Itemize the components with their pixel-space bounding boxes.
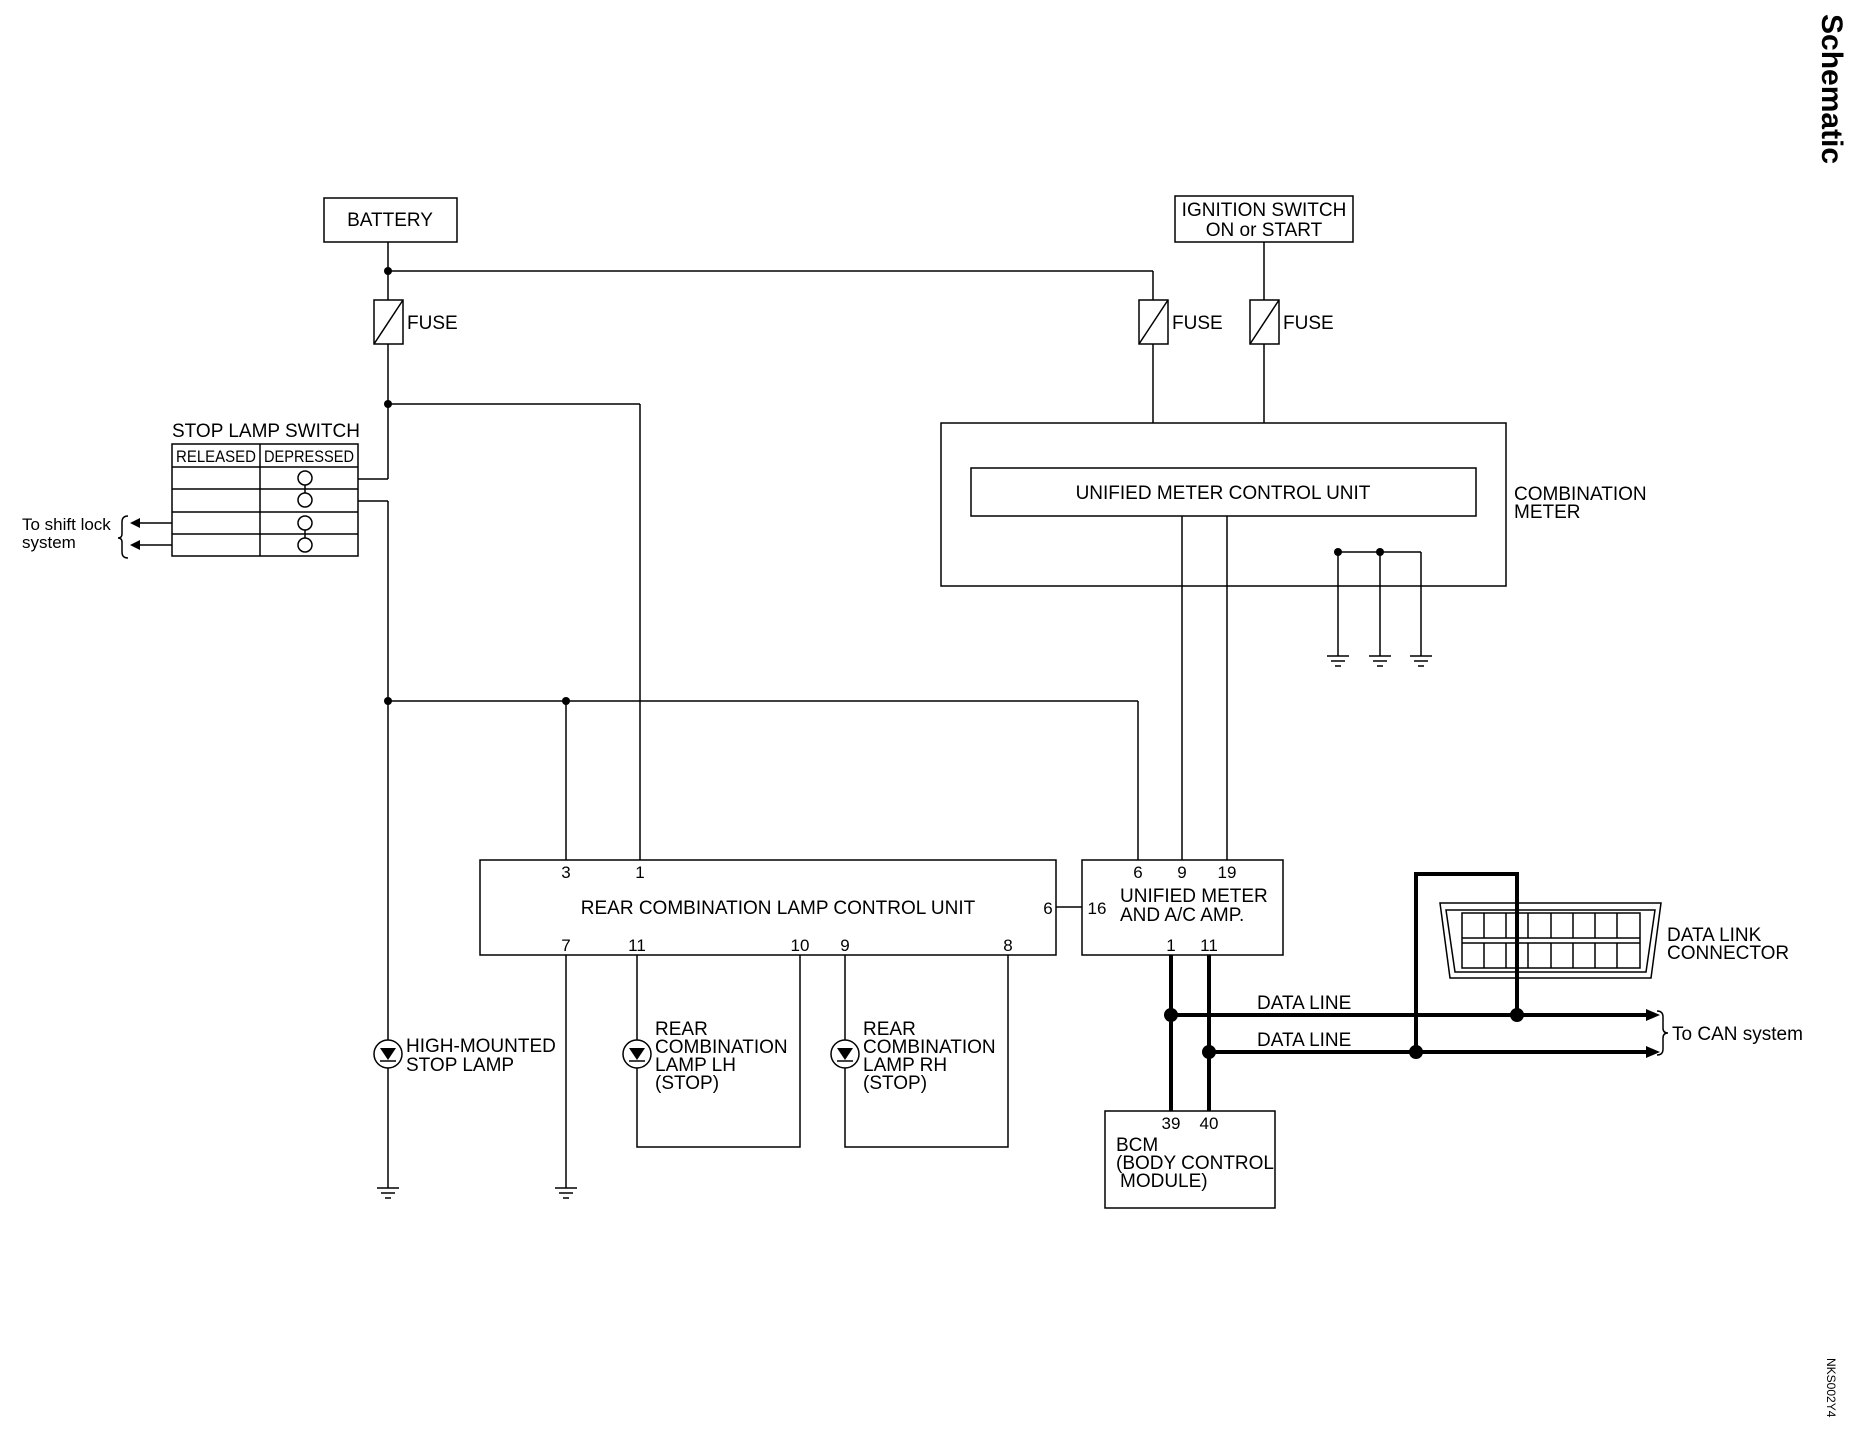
unified-meter-ac-amp: UNIFIED METER AND A/C AMP. 16 6 9 19 1 1…	[1081, 859, 1284, 956]
data-line-label-1: DATA LINE	[1257, 993, 1351, 1014]
unified-meter-ac-amp-label-2: AND A/C AMP.	[1120, 905, 1244, 926]
lamp-lh-label-4: (STOP)	[655, 1073, 719, 1094]
lamp-rh-label-2: COMBINATION	[863, 1037, 996, 1058]
page-title: Schematic	[1815, 14, 1848, 164]
combination-meter: UNIFIED METER CONTROL UNIT COMBINATION M…	[940, 422, 1647, 656]
pin-7: 7	[561, 936, 570, 955]
pin-1: 1	[635, 863, 644, 882]
stop-lamp-switch-title: STOP LAMP SWITCH	[172, 421, 360, 442]
unified-meter-ac-amp-label: UNIFIED METER	[1120, 886, 1268, 907]
can-data-lines: DATA LINE DATA LINE To CAN system	[1164, 872, 1803, 1111]
lamp-lh-label-3: LAMP LH	[655, 1055, 736, 1076]
rear-combination-lamp-rh: REAR COMBINATION LAMP RH (STOP)	[830, 1019, 996, 1094]
data-link-connector-label-2: CONNECTOR	[1667, 943, 1789, 964]
high-mounted-stop-lamp-label-2: STOP LAMP	[406, 1055, 514, 1076]
lamp-rh-label-3: LAMP RH	[863, 1055, 947, 1076]
amp-pin-19: 19	[1218, 863, 1237, 882]
data-line-label-2: DATA LINE	[1257, 1030, 1351, 1051]
fuse-meter-ignition-label: FUSE	[1283, 313, 1334, 334]
ignition-switch-label: IGNITION SWITCH	[1182, 200, 1347, 221]
bcm-label: BCM	[1116, 1135, 1158, 1156]
amp-pin-16: 16	[1088, 899, 1107, 918]
bcm-label-3: MODULE)	[1120, 1171, 1208, 1192]
bcm: 39 40 BCM (BODY CONTROL MODULE)	[1104, 1110, 1276, 1209]
fuse-battery: FUSE	[373, 299, 458, 345]
high-mounted-stop-lamp: HIGH-MOUNTED STOP LAMP	[373, 1036, 556, 1076]
shift-lock-label: To shift lock	[22, 515, 111, 534]
stop-lamp-switch-depressed-header: DEPRESSED	[264, 447, 354, 466]
high-mounted-stop-lamp-label: HIGH-MOUNTED	[406, 1036, 556, 1057]
data-link-connector-label: DATA LINK	[1667, 925, 1762, 946]
lamp-lh-label-1: REAR	[655, 1019, 708, 1040]
pin-6: 6	[1043, 899, 1052, 918]
fuse-meter-ignition: FUSE	[1249, 299, 1334, 345]
pin-9: 9	[840, 936, 849, 955]
rear-combination-lamp-control-unit-label: REAR COMBINATION LAMP CONTROL UNIT	[581, 898, 976, 919]
combination-meter-label: COMBINATION	[1514, 484, 1647, 505]
shift-lock-reference: To shift lock system	[22, 515, 172, 559]
figure-code: NKS002Y4	[1824, 1358, 1838, 1418]
rear-combination-lamp-lh: REAR COMBINATION LAMP LH (STOP)	[622, 1019, 788, 1094]
amp-pin-11: 11	[1200, 936, 1218, 955]
pin-3: 3	[561, 863, 570, 882]
battery-label: BATTERY	[347, 210, 433, 231]
can-system-label: To CAN system	[1672, 1024, 1803, 1045]
stop-lamp-switch: STOP LAMP SWITCH RELEASED DEPRESSED	[171, 421, 360, 557]
fuse-battery-label: FUSE	[407, 313, 458, 334]
pin-8: 8	[1003, 936, 1012, 955]
bcm-pin-39: 39	[1162, 1114, 1181, 1133]
unified-meter-control-unit-label: UNIFIED METER CONTROL UNIT	[1076, 483, 1371, 504]
lamp-rh-label-4: (STOP)	[863, 1073, 927, 1094]
power-wires	[358, 242, 1265, 1188]
ground-symbols-bottom	[377, 1187, 577, 1199]
ignition-switch-mode-label: ON or START	[1206, 220, 1323, 241]
amp-pin-1: 1	[1166, 936, 1175, 955]
battery: BATTERY	[323, 197, 458, 243]
lamp-rh-label-1: REAR	[863, 1019, 916, 1040]
stop-lamp-switch-released-header: RELEASED	[176, 447, 256, 466]
bcm-label-2: (BODY CONTROL	[1116, 1153, 1274, 1174]
bcm-pin-40: 40	[1200, 1114, 1219, 1133]
pin-10: 10	[791, 936, 810, 955]
ignition-switch: IGNITION SWITCH ON or START	[1174, 195, 1354, 243]
rear-combination-lamp-control-unit: REAR COMBINATION LAMP CONTROL UNIT 3 1 7…	[479, 859, 1057, 956]
shift-lock-system-label: system	[22, 533, 76, 552]
fuse-meter-battery-label: FUSE	[1172, 313, 1223, 334]
amp-pin-9: 9	[1177, 863, 1186, 882]
lamp-lh-label-2: COMBINATION	[655, 1037, 788, 1058]
fuse-meter-battery: FUSE	[1138, 299, 1223, 345]
combination-meter-label-2: METER	[1514, 502, 1581, 523]
amp-pin-6: 6	[1133, 863, 1142, 882]
ground-symbols-meter	[1327, 655, 1432, 667]
data-link-connector: DATA LINK CONNECTOR	[1439, 902, 1789, 979]
pin-11: 11	[628, 936, 646, 955]
